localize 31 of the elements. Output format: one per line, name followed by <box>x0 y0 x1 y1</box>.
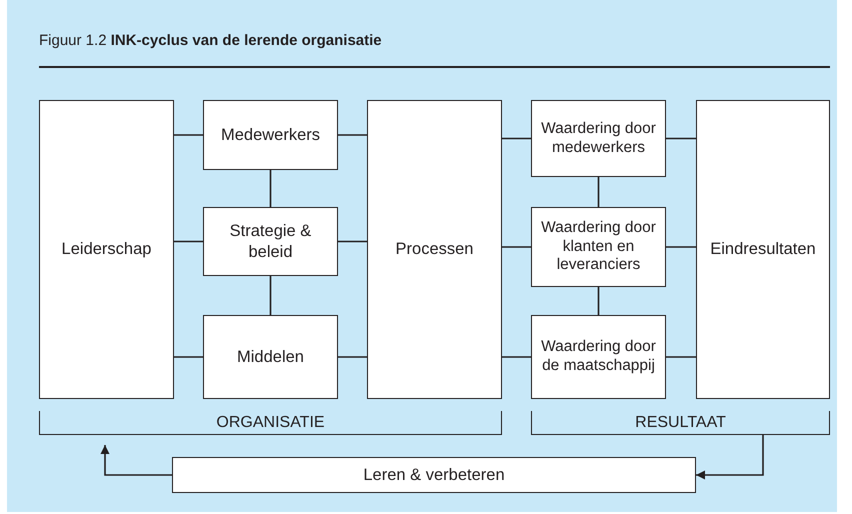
group-bracket: ORGANISATIE <box>39 411 502 435</box>
connector-line <box>666 356 696 358</box>
connector-line <box>174 240 203 242</box>
process-box: Leren & verbeteren <box>172 457 696 493</box>
connector-line <box>270 276 272 315</box>
figure-title: Figuur 1.2 INK-cyclus van de lerende organisatie <box>39 32 382 49</box>
connector-line <box>502 246 531 248</box>
process-box: Waardering door medewerkers <box>531 100 666 177</box>
connector-line <box>338 240 367 242</box>
connector-line <box>598 287 600 315</box>
connector-line <box>338 356 367 358</box>
connector-line <box>270 170 272 207</box>
process-box: Eindresultaten <box>696 100 830 399</box>
connector-line <box>666 138 696 140</box>
process-box: Strategie & beleid <box>203 207 338 276</box>
connector-line <box>502 356 531 358</box>
arrow <box>100 445 172 476</box>
process-box: Waardering door klanten en leveranciers <box>531 207 666 287</box>
process-box: Medewerkers <box>203 100 338 170</box>
process-box: Waardering door de maatschappij <box>531 315 666 399</box>
group-bracket: RESULTAAT <box>531 411 830 435</box>
process-box: Processen <box>367 100 502 399</box>
process-box: Middelen <box>203 315 338 399</box>
connector-line <box>598 177 600 207</box>
connector-line <box>338 134 367 136</box>
connector-line <box>502 138 531 140</box>
connector-line <box>174 356 203 358</box>
connector-line <box>666 246 696 248</box>
arrow <box>696 435 764 480</box>
process-box: Leiderschap <box>39 100 174 399</box>
connector-line <box>174 134 203 136</box>
